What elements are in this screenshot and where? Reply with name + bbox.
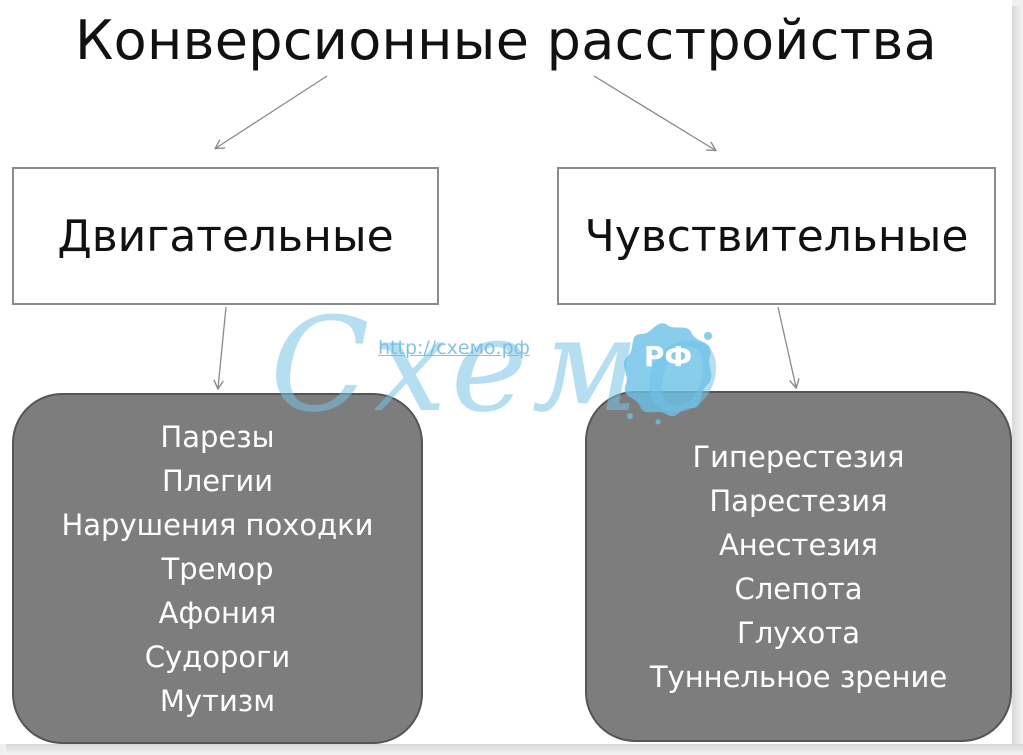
arrow-title-to-motor bbox=[216, 75, 328, 148]
list-item: Туннельное зрение bbox=[649, 659, 948, 694]
category-box-motor: Двигательные bbox=[12, 167, 439, 305]
slide-shadow-right bbox=[1012, 6, 1023, 755]
list-item: Анестезия bbox=[718, 527, 879, 562]
arrow-sensory-to-list bbox=[777, 306, 796, 387]
list-item: Парестезия bbox=[709, 483, 888, 518]
category-box-sensory: Чувствительные bbox=[557, 167, 996, 305]
list-item: Плегии bbox=[161, 463, 274, 498]
diagram-title: Конверсионные расстройства bbox=[75, 9, 937, 72]
watermark-splash-icon bbox=[623, 323, 712, 425]
watermark-badge-text: РФ bbox=[643, 340, 693, 373]
motor-symptoms-box: Парезы Плегии Нарушения походки Тремор А… bbox=[12, 393, 423, 744]
sensory-symptoms-box: Гиперестезия Парестезия Анестезия Слепот… bbox=[585, 391, 1012, 742]
list-item: Мутизм bbox=[159, 683, 276, 718]
list-item: Гиперестезия bbox=[692, 439, 905, 474]
list-item: Нарушения походки bbox=[61, 507, 374, 542]
arrows-layer bbox=[0, 75, 1012, 744]
list-item: Глухота bbox=[737, 615, 860, 650]
list-item: Тремор bbox=[161, 551, 274, 586]
list-item: Слепота bbox=[734, 571, 863, 606]
watermark-url-link[interactable]: http://схемо.рф bbox=[378, 337, 530, 359]
category-label-motor: Двигательные bbox=[57, 210, 394, 262]
arrow-motor-to-list bbox=[218, 306, 227, 388]
category-label-sensory: Чувствительные bbox=[584, 210, 969, 262]
list-item: Афония bbox=[158, 595, 277, 630]
arrow-title-to-sensory bbox=[593, 75, 715, 150]
list-item: Парезы bbox=[160, 419, 275, 454]
list-item: Судороги bbox=[144, 639, 291, 674]
slide-shadow-bottom bbox=[6, 744, 1023, 755]
